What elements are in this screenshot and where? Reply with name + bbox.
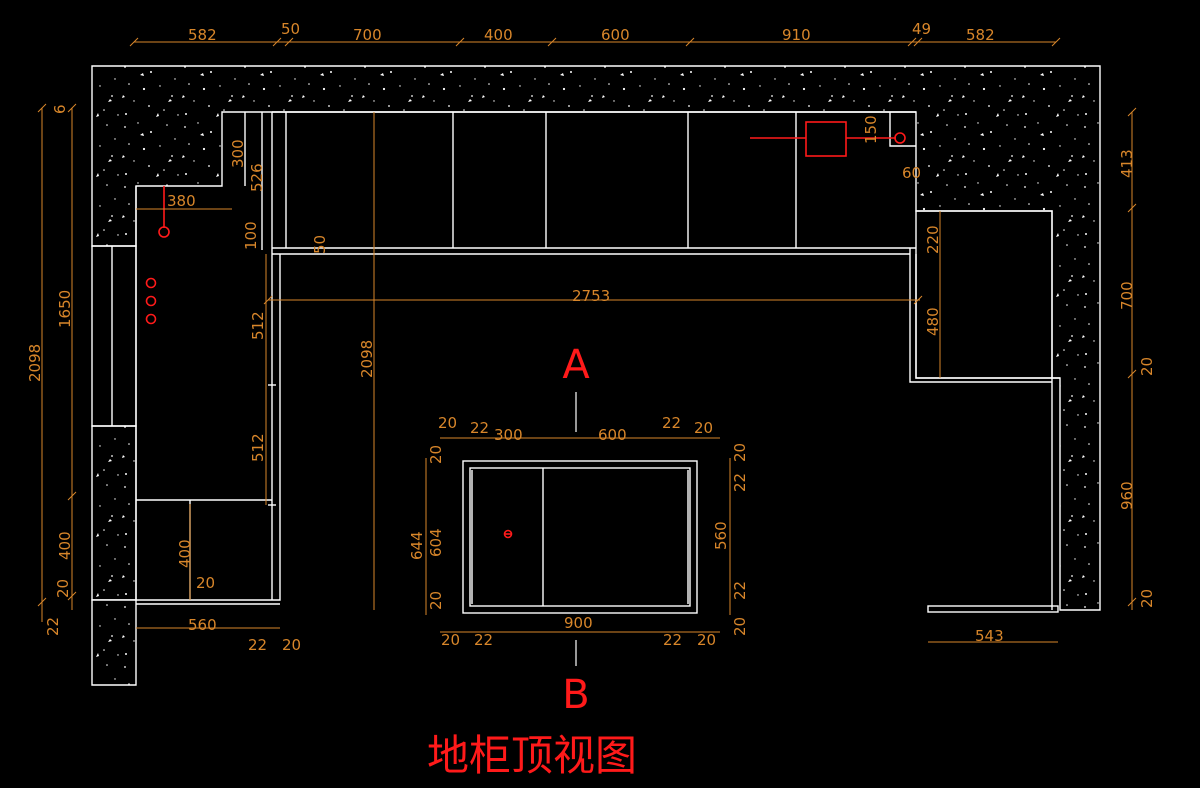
- dim-island-top-20a: 20: [438, 414, 457, 432]
- dim-right-480: 480: [924, 307, 942, 336]
- dim-island-right-20b: 20: [731, 617, 749, 636]
- dim-island-left-20a: 20: [427, 445, 445, 464]
- dim-right-220: 220: [924, 225, 942, 254]
- dim-island-top-22b: 22: [662, 414, 681, 432]
- dim-outer-20a: 20: [1138, 357, 1156, 376]
- dim-island-bot-22a: 22: [474, 631, 493, 649]
- dim-inner-512-a: 512: [249, 311, 267, 340]
- dim-top-582-right: 582: [966, 26, 995, 44]
- dim-top-582-left: 582: [188, 26, 217, 44]
- red-fixtures: [145, 121, 906, 539]
- dim-left-2098: 2098: [26, 344, 44, 382]
- dim-right-60: 60: [902, 164, 921, 182]
- dim-left-22: 22: [44, 617, 62, 636]
- dim-right-543: 543: [975, 627, 1004, 645]
- dim-mid-2098: 2098: [358, 340, 376, 378]
- drawing-title: 地柜顶视图: [427, 731, 637, 780]
- dim-left-6: 6: [51, 104, 69, 114]
- dim-outer-960: 960: [1118, 481, 1136, 510]
- dim-island-bot-20b: 20: [697, 631, 716, 649]
- dim-inner-50: 50: [311, 235, 329, 254]
- section-marker-a: A: [562, 342, 590, 388]
- dim-island-left-604: 604: [427, 528, 445, 557]
- dim-inner-560: 560: [188, 616, 217, 634]
- dim-island-top-20b: 20: [694, 419, 713, 437]
- dim-inner-526: 526: [248, 163, 266, 192]
- section-marker-b: B: [562, 672, 589, 718]
- dim-island-bot-22b: 22: [663, 631, 682, 649]
- dim-island-top-22a: 22: [470, 419, 489, 437]
- dim-top-910: 910: [782, 26, 811, 44]
- dim-top-600: 600: [601, 26, 630, 44]
- dimension-lines: [37, 37, 1137, 666]
- dim-inner-300: 300: [229, 139, 247, 168]
- dim-left-1650: 1650: [56, 290, 74, 328]
- dim-top-400: 400: [484, 26, 513, 44]
- dim-top-700: 700: [353, 26, 382, 44]
- dim-outer-20b: 20: [1138, 589, 1156, 608]
- dim-island-bot-20a: 20: [441, 631, 460, 649]
- dim-island-right-22b: 22: [731, 581, 749, 600]
- dim-island-right-22a: 22: [731, 473, 749, 492]
- dim-inner-20b: 20: [282, 636, 301, 654]
- dim-island-right-560: 560: [712, 521, 730, 550]
- dim-inner-22: 22: [248, 636, 267, 654]
- dim-outer-700: 700: [1118, 281, 1136, 310]
- dim-span-2753: 2753: [572, 287, 610, 305]
- dim-inner-512-b: 512: [249, 433, 267, 462]
- dim-inner-400: 400: [176, 539, 194, 568]
- dimension-texts: 582 50 700 400 600 910 49 582 6 2098 165…: [26, 20, 1156, 654]
- dim-island-left-644: 644: [408, 531, 426, 560]
- dim-island-right-20a: 20: [731, 443, 749, 462]
- dim-inner-100: 100: [242, 221, 260, 250]
- dim-right-150: 150: [862, 115, 880, 144]
- dim-top-50: 50: [281, 20, 300, 38]
- dim-inner-380: 380: [167, 192, 196, 210]
- dim-left-20: 20: [54, 579, 72, 598]
- dim-island-left-20b: 20: [427, 591, 445, 610]
- dim-outer-413: 413: [1118, 149, 1136, 178]
- dim-top-49: 49: [912, 20, 931, 38]
- dim-left-400: 400: [56, 531, 74, 560]
- island-cabinet: [462, 460, 698, 614]
- dim-island-bot-900: 900: [564, 614, 593, 632]
- dim-inner-20: 20: [196, 574, 215, 592]
- dim-island-top-300: 300: [494, 426, 523, 444]
- dim-island-top-600: 600: [598, 426, 627, 444]
